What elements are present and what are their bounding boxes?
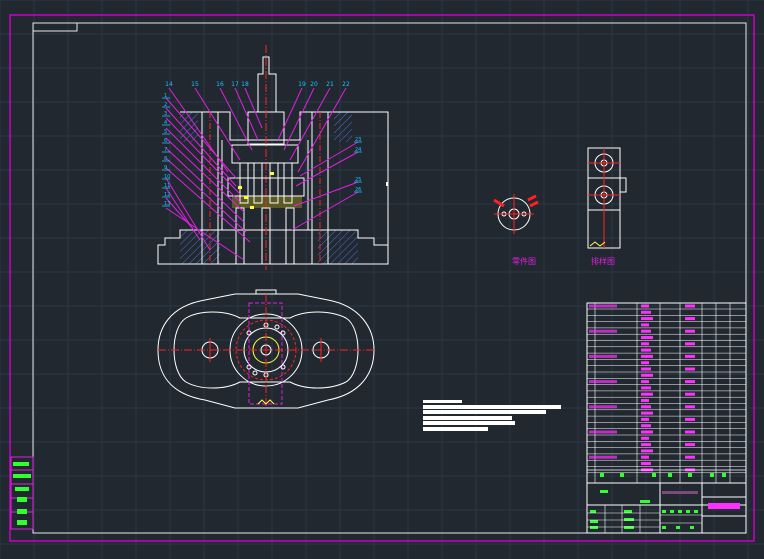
balloon-label: 22 <box>342 81 350 88</box>
upper-plate-hatch-right <box>334 112 352 142</box>
title-block[interactable] <box>586 482 747 534</box>
outer-border <box>9 14 755 542</box>
table-rows <box>587 303 746 483</box>
die-set-outline <box>157 293 375 409</box>
balloon-label: 9 <box>164 165 167 171</box>
balloon-label: 25 <box>355 177 361 183</box>
balloon-label: 23 <box>355 137 361 143</box>
balloon-label: 11 <box>164 183 170 189</box>
balloon-label: 20 <box>310 81 318 88</box>
part-view[interactable]: 零件图 <box>493 194 539 266</box>
balloon-label: 15 <box>191 81 199 88</box>
die-base-hatch-right <box>318 230 358 264</box>
lower-die-outline <box>173 311 359 389</box>
balloon-label: 1 <box>164 93 167 99</box>
side-stamp <box>10 456 34 530</box>
punch-plate <box>231 144 299 164</box>
die-shank <box>257 56 277 112</box>
yellow-markers <box>238 172 274 209</box>
balloon-label: 5 <box>164 129 167 135</box>
parts-list-table[interactable] <box>586 302 747 484</box>
balloon-label: 26 <box>355 187 361 193</box>
leader-lines <box>165 87 359 261</box>
plan-view[interactable] <box>157 289 375 409</box>
balloon-label: 21 <box>326 81 334 88</box>
balloon-label: 2 <box>164 102 167 108</box>
balloon-label: 3 <box>164 111 167 117</box>
balloon-label: 19 <box>298 81 306 88</box>
balloon-label: 8 <box>164 156 167 162</box>
part-view-label: 零件图 <box>512 256 536 266</box>
balloon-label: 16 <box>216 81 224 88</box>
layout-view-label: 排样图 <box>591 256 615 266</box>
drawing-frame <box>32 22 747 534</box>
part-balloons-right: 23 24 25 26 <box>354 137 362 193</box>
technical-notes <box>423 400 561 431</box>
layout-view[interactable]: 排样图 <box>587 147 627 266</box>
balloon-label: 6 <box>164 138 167 144</box>
balloon-label: 18 <box>241 81 249 88</box>
upper-die-outline <box>180 111 389 264</box>
balloon-label: 17 <box>231 81 239 88</box>
balloon-label: 12 <box>164 192 170 198</box>
balloon-label: 24 <box>355 147 361 153</box>
stripper-plate <box>227 177 305 197</box>
balloon-label: 13 <box>164 201 170 207</box>
die-base-hatch-left <box>180 230 220 264</box>
balloon-label: 4 <box>164 120 167 126</box>
balloon-label: 7 <box>164 147 167 153</box>
frame-corner-mark <box>33 23 78 32</box>
balloon-label: 10 <box>164 174 170 180</box>
balloon-label: 14 <box>165 81 173 88</box>
